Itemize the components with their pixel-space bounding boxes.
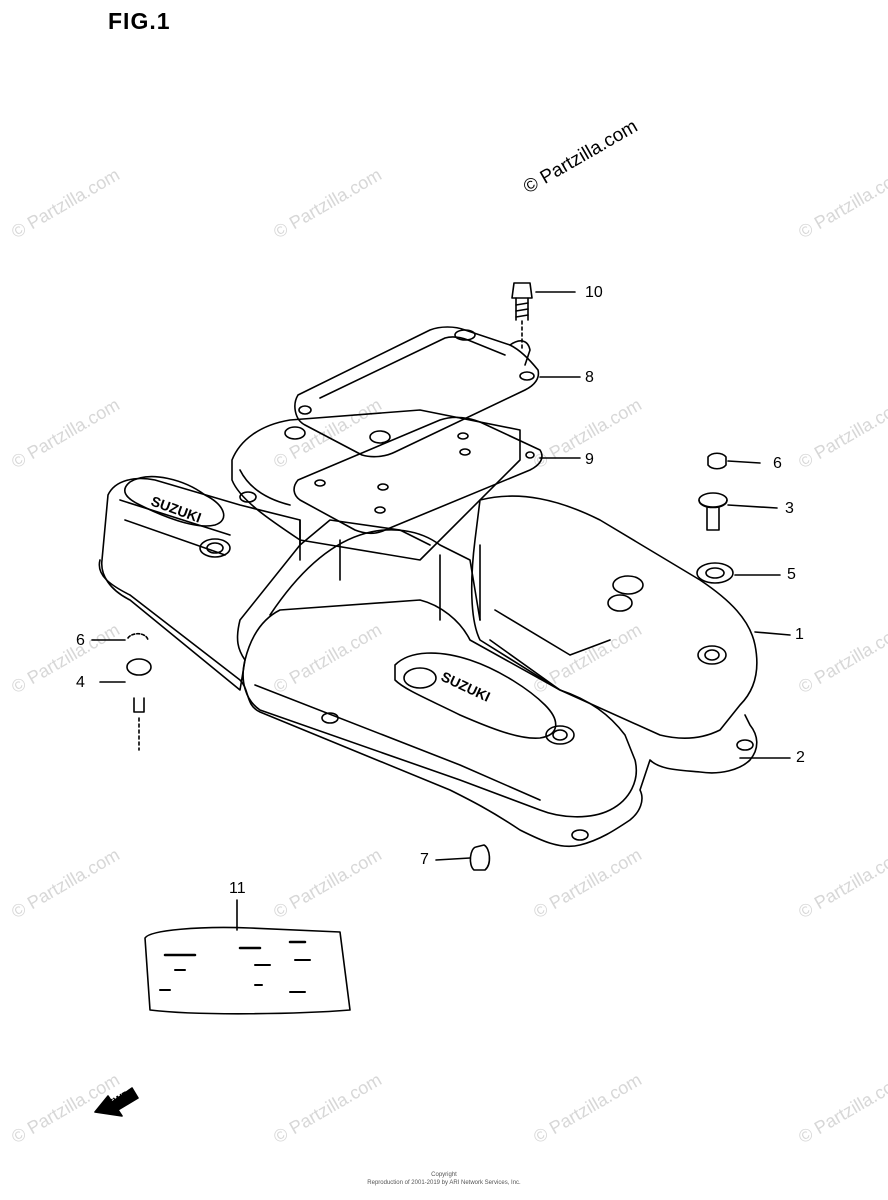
callout-1: 1 — [795, 626, 804, 643]
washer-part-5 — [696, 562, 734, 584]
svg-text:SUZUKI: SUZUKI — [439, 668, 493, 705]
bolt-part-4 — [126, 658, 152, 751]
cap-right — [707, 452, 727, 470]
bolt-part-3 — [698, 492, 728, 531]
callout-9: 9 — [585, 451, 594, 468]
cylinder-head-cover-right — [470, 495, 758, 740]
figure-title: FIG.1 — [108, 8, 171, 34]
callout-8: 8 — [585, 369, 594, 386]
callout-11: 11 — [229, 880, 246, 897]
bolt-part-10 — [511, 282, 533, 351]
cylinder-head-cover-front — [242, 599, 637, 818]
plug-part-7 — [469, 844, 491, 871]
breather-cover — [294, 326, 540, 458]
callout-2: 2 — [796, 749, 805, 766]
footer-reproduction: Reproduction of 2001-2019 by ARI Network… — [367, 1180, 521, 1186]
cap-left — [127, 632, 149, 641]
callout-4: 4 — [76, 674, 85, 691]
gasket-plate — [293, 416, 543, 535]
footer-copyright: Copyright — [431, 1172, 457, 1178]
callout-6-right: 6 — [773, 455, 782, 472]
label-part-11 — [144, 926, 351, 1015]
breather-housing — [231, 409, 521, 561]
callout-10: 10 — [585, 284, 603, 301]
callout-6-left: 6 — [76, 632, 85, 649]
fwd-arrow — [94, 1087, 139, 1117]
callout-3: 3 — [785, 500, 794, 517]
callout-5: 5 — [787, 566, 796, 583]
callout-7: 7 — [420, 851, 429, 868]
